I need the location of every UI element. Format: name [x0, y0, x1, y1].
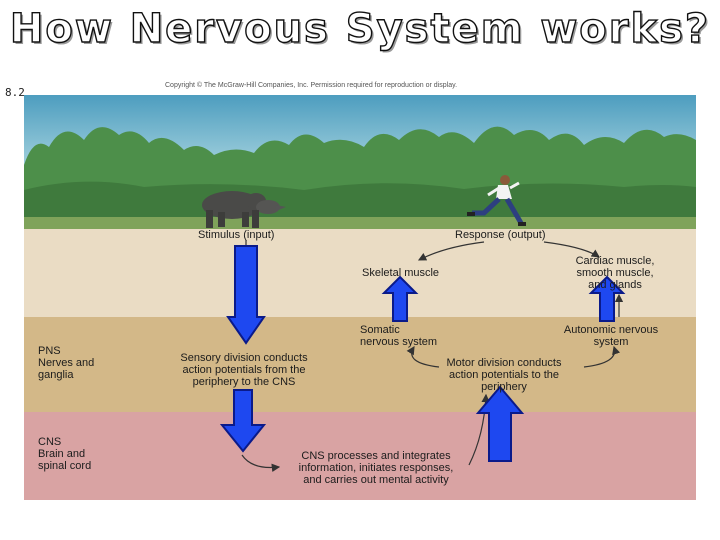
stimulus-label: Stimulus (input) [198, 229, 275, 241]
slide-number: 8.2 [5, 86, 25, 99]
copyright-notice: Copyright © The McGraw-Hill Companies, I… [165, 82, 458, 89]
connector-lines [241, 240, 624, 472]
somatic-label: Somatic nervous system [360, 324, 438, 348]
autonomic-label: Autonomic nervous system [563, 324, 659, 348]
cns-process-label: CNS processes and integrates information… [298, 450, 454, 486]
response-label: Response (output) [455, 229, 546, 241]
cns-band [24, 412, 696, 500]
blue-arrows [219, 245, 626, 462]
pns-label: PNS Nerves and ganglia [38, 345, 95, 381]
up-arrow-motor [475, 385, 525, 462]
up-arrow-glands [588, 275, 626, 322]
slide-title: How Nervous System works? [9, 5, 711, 52]
cardiac-label: Cardiac muscle, smooth muscle, and gland… [575, 255, 655, 291]
sensory-division-label: Sensory division conducts action potenti… [180, 352, 308, 388]
down-arrow-sensory [219, 389, 267, 453]
cns-label: CNS Brain and spinal cord [38, 436, 92, 472]
bear-illustration [202, 191, 286, 228]
down-arrow-stimulus [226, 245, 266, 345]
up-arrow-skeletal [381, 275, 419, 322]
figure-graphic [24, 95, 696, 500]
skeletal-muscle-label: Skeletal muscle [362, 267, 440, 279]
pns-band [24, 317, 696, 412]
motor-division-label: Motor division conducts action potential… [446, 357, 562, 393]
running-man-illustration [467, 175, 526, 226]
nervous-system-figure: Stimulus (input) Response (output) Skele… [24, 95, 696, 500]
ground-band [24, 229, 696, 317]
